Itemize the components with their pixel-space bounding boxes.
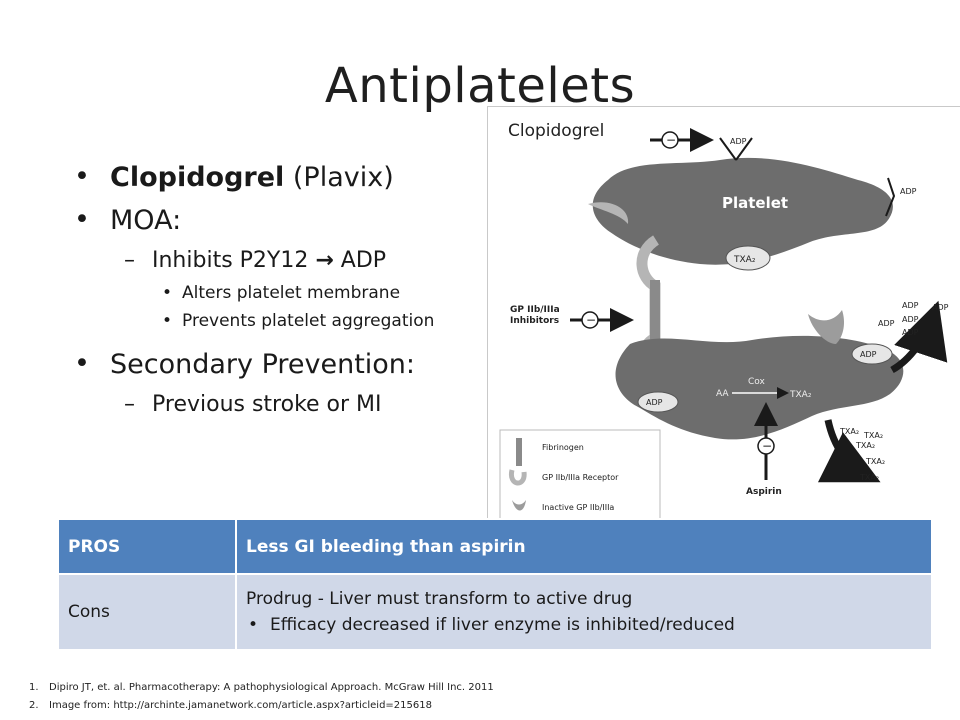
platelet-top-shape xyxy=(592,157,893,265)
txa2-label-top: TXA₂ xyxy=(733,255,756,265)
txa2-release-2: TXA₂ xyxy=(863,431,883,440)
pros-cons-table: PROS Less GI bleeding than aspirin Cons … xyxy=(57,518,933,651)
adp-receptor-top-2 xyxy=(885,177,896,217)
references: 1. Dipiro JT, et. al. Pharmacotherapy: A … xyxy=(29,679,494,715)
adp-label-top-2: ADP xyxy=(900,187,917,196)
adp-release-5: ADP xyxy=(902,328,919,337)
pros-text: Less GI bleeding than aspirin xyxy=(235,518,933,575)
bullet-moa-detail-1: Alters platelet membrane xyxy=(162,283,592,303)
cons-sub-bullet: Efficacy decreased if liver enzyme is in… xyxy=(246,615,922,635)
minus-sign-aspirin: − xyxy=(762,439,772,453)
figure-caption: Clopidogrel xyxy=(508,121,605,141)
moa-target-text: ADP xyxy=(333,248,387,273)
adp-label-bottom-left: ADP xyxy=(646,398,663,407)
receptor-crescent-bottom xyxy=(808,310,844,344)
adp-receptor-top-1 xyxy=(719,137,753,161)
txa2-bubble-top xyxy=(725,245,771,271)
figure-frame-top xyxy=(487,106,960,107)
legend-inactive-swatch xyxy=(512,500,526,511)
pros-label: PROS xyxy=(57,518,237,575)
txa2-release-arrow xyxy=(817,419,881,483)
adp-bubble-bottom-left xyxy=(637,391,679,413)
txa2-release-3: TXA₂ xyxy=(855,441,875,450)
reference-number: 2. xyxy=(29,700,39,711)
cons-label: Cons xyxy=(57,573,237,651)
bullet-drug: Clopidogrel (Plavix) xyxy=(72,161,592,193)
adp-release-1: ADP xyxy=(902,301,919,310)
minus-sign-top: − xyxy=(666,133,676,147)
adp-label-bottom-right: ADP xyxy=(860,350,877,359)
drug-brand: (Plavix) xyxy=(284,162,394,193)
legend-inactive: Inactive GP IIb/IIIa xyxy=(542,503,614,512)
cons-cell: Prodrug - Liver must transform to active… xyxy=(235,573,933,651)
adp-label-top-1: ADP xyxy=(730,137,747,146)
bullet-moa-detail-2: Prevents platelet aggregation xyxy=(162,311,592,331)
bullet-moa-sub: Inhibits P2Y12 → ADP xyxy=(124,248,592,273)
bullet-secondary: Secondary Prevention: xyxy=(72,348,592,380)
minus-circle-aspirin xyxy=(757,437,775,455)
aa-label: AA xyxy=(716,389,729,399)
reference-1: 1. Dipiro JT, et. al. Pharmacotherapy: A … xyxy=(29,679,494,697)
adp-release-arrow xyxy=(890,300,948,374)
aspirin-label: Aspirin xyxy=(746,487,782,497)
table-row: PROS Less GI bleeding than aspirin xyxy=(57,518,933,575)
txa2-release-1: TXA₂ xyxy=(839,427,859,436)
platelet-diagram: Platelet TXA₂ − ADP ADP GP IIb/IIIa Inhi… xyxy=(499,128,949,527)
legend-fibrinogen: Fibrinogen xyxy=(542,443,584,452)
cons-main-text: Prodrug - Liver must transform to active… xyxy=(246,589,633,609)
fibrinogen-bar xyxy=(650,280,660,340)
reference-number: 1. xyxy=(29,682,39,693)
platelet-label: Platelet xyxy=(722,194,788,212)
moa-sub-text: Inhibits P2Y12 xyxy=(152,248,316,273)
minus-circle-top xyxy=(661,131,679,149)
arrow-right-icon: → xyxy=(315,248,334,273)
slide-title: Antiplatelets xyxy=(324,58,636,114)
drug-name: Clopidogrel xyxy=(110,162,285,193)
txa2-release-4: TXA₂ xyxy=(865,457,885,466)
receptor-crescent-top xyxy=(588,202,629,224)
platelet-bottom-shape xyxy=(615,335,904,440)
legend-receptor-swatch xyxy=(508,469,527,486)
bullet-secondary-sub: Previous stroke or MI xyxy=(124,392,592,417)
adp-release-2: ADP xyxy=(932,303,949,312)
reference-text: Dipiro JT, et. al. Pharmacotherapy: A pa… xyxy=(49,682,494,693)
txa2-label-bottom: TXA₂ xyxy=(789,390,812,400)
legend-box xyxy=(499,429,661,527)
legend-receptor: GP IIb/IIIa Receptor xyxy=(542,473,619,482)
txa2-release-5: TXA₂ xyxy=(859,473,879,482)
reference-text: Image from: http://archinte.jamanetwork.… xyxy=(49,700,432,711)
adp-release-3: ADP xyxy=(878,319,895,328)
cox-label: Cox xyxy=(748,377,766,387)
bullet-moa: MOA: xyxy=(72,204,592,236)
adp-bubble-bottom-right xyxy=(851,343,893,365)
table-row: Cons Prodrug - Liver must transform to a… xyxy=(57,573,933,651)
gp-inhibitors-label-1: GP IIb/IIIa xyxy=(510,305,560,315)
adp-release-4: ADP xyxy=(902,315,919,324)
bullet-list: Clopidogrel (Plavix) MOA: Inhibits P2Y12… xyxy=(72,161,592,427)
reference-2: 2. Image from: http://archinte.jamanetwor… xyxy=(29,697,494,715)
legend-fibrinogen-swatch xyxy=(516,438,522,466)
